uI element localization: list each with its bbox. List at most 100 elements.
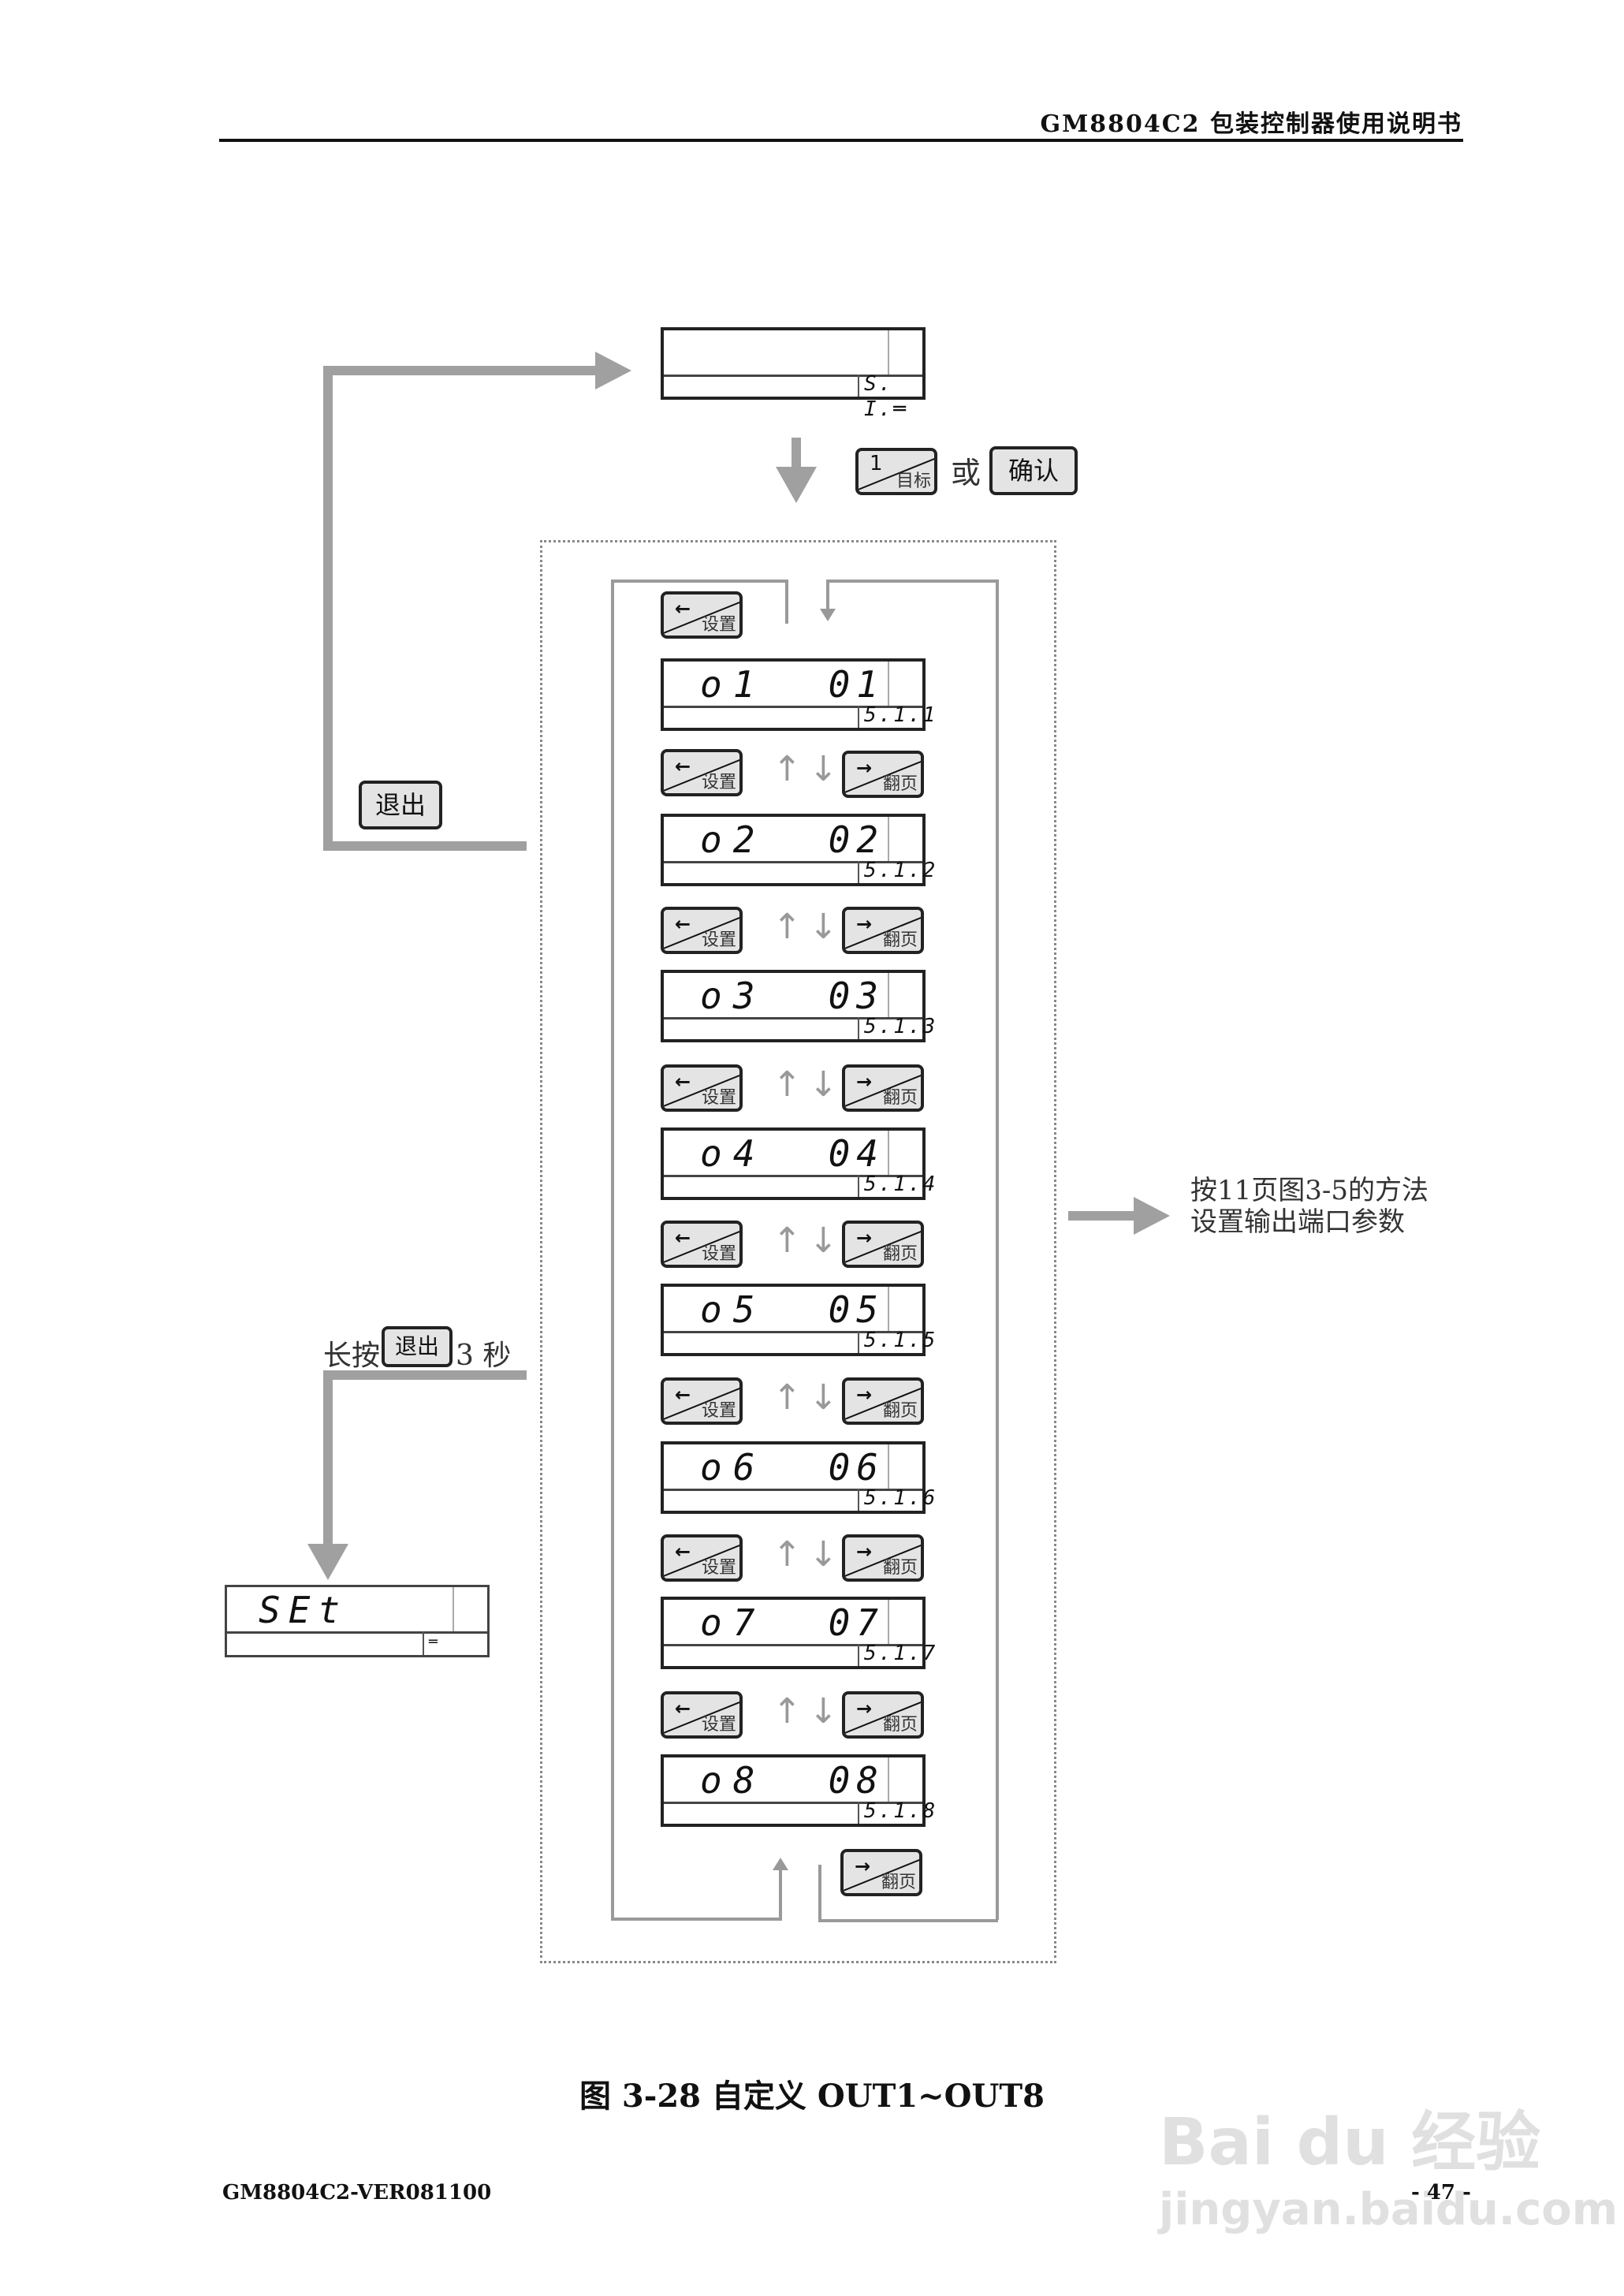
- up-arrow-icon: ↑: [773, 907, 802, 947]
- exit-loop-arrow-icon: [595, 352, 631, 390]
- long-press-vertical: [323, 1370, 333, 1545]
- output-display-2: o2 02 5.1.2: [661, 814, 938, 886]
- loop-left-line: [611, 580, 614, 1920]
- display-sub: 5.1.8: [864, 1799, 938, 1823]
- up-arrow-icon: ↑: [773, 1064, 802, 1105]
- side-note-arrow-shaft: [1068, 1211, 1136, 1221]
- right-arrow-icon: →: [855, 1855, 871, 1877]
- display-value: 02: [828, 818, 885, 861]
- output-display-6: o6 06 5.1.6: [661, 1441, 935, 1514]
- left-arrow-icon: ←: [675, 1071, 691, 1093]
- left-arrow-icon: ←: [675, 598, 691, 620]
- set-key-label: 设置: [701, 1401, 736, 1421]
- down-arrow-icon: ↓: [809, 1691, 838, 1731]
- display-label: o3: [700, 975, 766, 1017]
- exit-loop-vertical: [323, 366, 333, 851]
- page-key[interactable]: → 翻页: [842, 1691, 924, 1739]
- set-display: SEt ═: [225, 1585, 490, 1657]
- right-arrow-icon: →: [856, 1227, 873, 1249]
- set-key-label: 设置: [701, 1558, 736, 1578]
- side-note-line1: 按11页图3-5的方法: [1190, 1175, 1429, 1206]
- exit-button[interactable]: 退出: [359, 781, 442, 829]
- loop-enclosure: [540, 540, 1056, 1963]
- figure-caption: 图 3-28 自定义 OUT1~OUT8: [579, 2078, 1045, 2115]
- set-key-label: 设置: [701, 1715, 736, 1735]
- left-arrow-icon: ←: [675, 913, 691, 935]
- header-rule: [219, 139, 1463, 142]
- exit-loop-top: [323, 366, 599, 375]
- loop-return-arrow-icon: [773, 1858, 788, 1870]
- display-sub: 5.1.2: [864, 859, 938, 882]
- set-key[interactable]: ← 设置: [661, 1221, 743, 1268]
- down-arrow-icon: ↓: [809, 1064, 838, 1105]
- set-key[interactable]: ← 设置: [661, 1377, 743, 1425]
- down-arrow-icon: ↓: [809, 1221, 838, 1261]
- right-arrow-icon: →: [856, 1384, 873, 1406]
- page-key[interactable]: → 翻页: [842, 1377, 924, 1425]
- display-label: o8: [700, 1759, 766, 1802]
- page-key[interactable]: →翻页: [840, 1849, 922, 1896]
- page-key-label: 翻页: [882, 930, 918, 950]
- right-arrow-icon: →: [856, 757, 873, 779]
- side-note-line2: 设置输出端口参数: [1190, 1206, 1405, 1238]
- right-arrow-icon: →: [856, 913, 873, 935]
- set-display-sub: ═: [429, 1634, 440, 1650]
- footer-page-number: - 47 -: [1411, 2181, 1471, 2205]
- page-key-label: 翻页: [882, 1401, 918, 1421]
- flow-down-arrow-shaft: [792, 438, 801, 469]
- set-key-label: 设置: [701, 1244, 736, 1264]
- page-key-label: 翻页: [882, 1715, 918, 1735]
- right-arrow-icon: →: [856, 1698, 873, 1720]
- up-arrow-icon: ↑: [773, 749, 802, 789]
- page-key[interactable]: → 翻页: [842, 907, 924, 954]
- right-arrow-icon: →: [856, 1071, 873, 1093]
- long-press-line: [323, 1370, 527, 1380]
- long-press-prefix: 长按: [323, 1340, 381, 1372]
- display-label: o2: [700, 818, 766, 861]
- display-value: 05: [828, 1288, 885, 1331]
- set-key[interactable]: ← 设置: [661, 1534, 743, 1582]
- left-arrow-icon: ←: [675, 1698, 691, 1720]
- display-label: o6: [700, 1446, 766, 1489]
- output-display-8: o8 08 5.1.8: [661, 1754, 938, 1827]
- up-arrow-icon: ↑: [773, 1691, 802, 1731]
- entry-display: S. I.═: [661, 327, 926, 421]
- set-key[interactable]: ←设置: [661, 1064, 743, 1112]
- up-arrow-icon: ↑: [773, 1377, 802, 1418]
- display-sub: 5.1.1: [864, 703, 938, 727]
- output-display-3: o3 03 5.1.3: [661, 970, 935, 1042]
- set-key[interactable]: ← 设置: [661, 591, 743, 639]
- output-display-5: o5 05 5.1.5: [661, 1284, 938, 1356]
- display-value: 06: [828, 1446, 885, 1489]
- page-key[interactable]: → 翻页: [842, 1064, 924, 1112]
- long-press-exit-button[interactable]: 退出: [382, 1326, 453, 1367]
- baidu-watermark-url: jingyan.baidu.com: [1159, 2184, 1618, 2235]
- page-key[interactable]: → 翻页: [842, 751, 924, 798]
- entry-display-sub: S. I.═: [864, 372, 908, 421]
- display-label: o7: [700, 1601, 766, 1644]
- page-key[interactable]: →翻页: [842, 1221, 924, 1268]
- page-key-label: 翻页: [882, 1088, 918, 1108]
- loop-top-left-line: [611, 580, 788, 583]
- left-arrow-icon: ←: [675, 1384, 691, 1406]
- display-sub: 5.1.5: [864, 1329, 938, 1352]
- set-key[interactable]: ← 设置: [661, 1691, 743, 1739]
- page-key-label: 翻页: [882, 774, 918, 794]
- loop-top-left-drop: [785, 580, 788, 624]
- footer-version: GM8804C2-VER081100: [222, 2181, 492, 2205]
- left-arrow-icon: ←: [675, 1541, 691, 1563]
- page-key[interactable]: →翻页: [842, 1534, 924, 1582]
- loop-bottom-left-line: [611, 1918, 780, 1921]
- page-key-label: 翻页: [882, 1558, 918, 1578]
- long-press-down-arrow-icon: [307, 1544, 348, 1580]
- set-key[interactable]: ←设置: [661, 907, 743, 954]
- set-key[interactable]: ←设置: [661, 749, 743, 796]
- baidu-watermark-logo: Bai du 经验: [1159, 2105, 1541, 2180]
- long-press-suffix: 3 秒: [456, 1340, 512, 1372]
- target-key[interactable]: 1 目标: [855, 448, 937, 495]
- side-note-arrow-icon: [1134, 1197, 1170, 1235]
- down-arrow-icon: ↓: [809, 907, 838, 947]
- left-arrow-icon: ←: [675, 1227, 691, 1249]
- confirm-button[interactable]: 确认: [989, 446, 1078, 495]
- down-arrow-icon: ↓: [809, 749, 838, 789]
